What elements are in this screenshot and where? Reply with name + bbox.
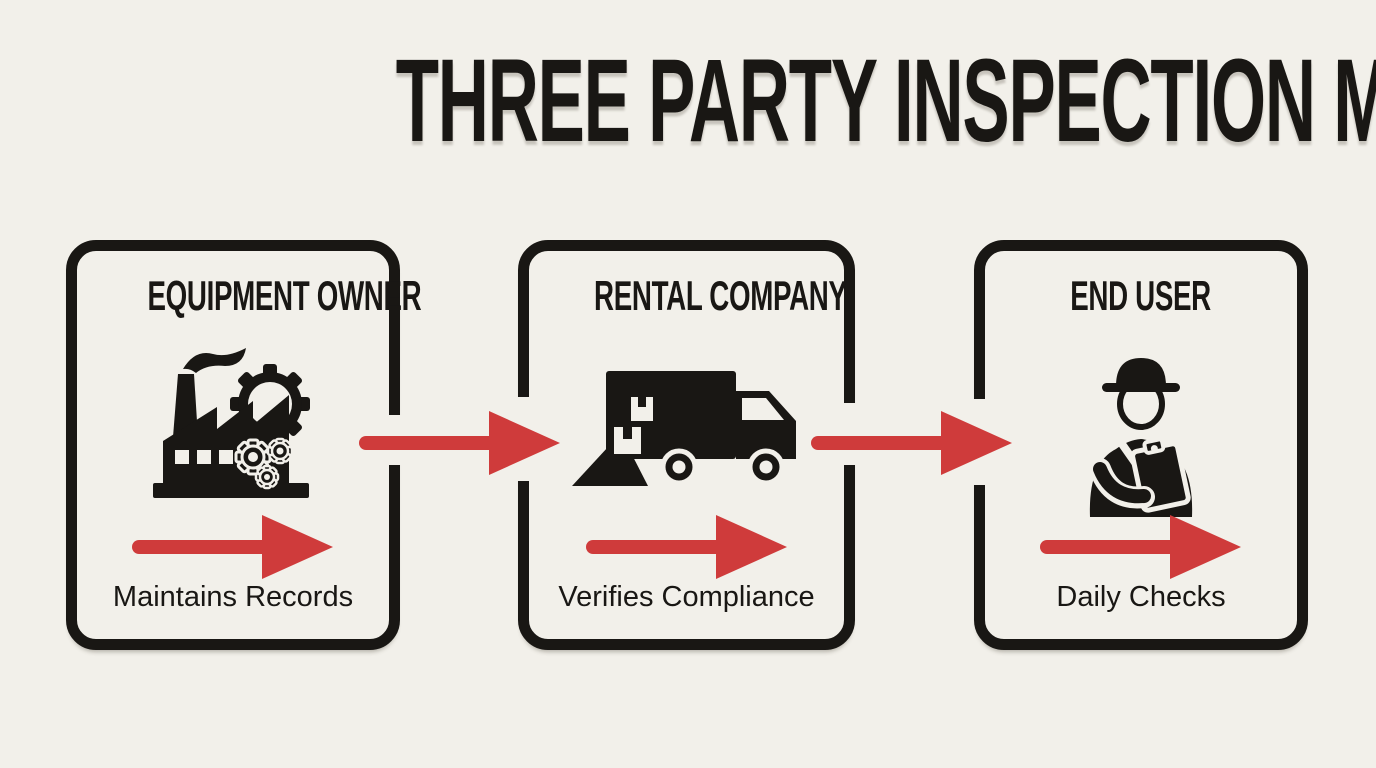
flow-arrow-owner-to-rental-icon (358, 407, 563, 479)
panel-heading-text: EQUIPMENT OWNER (147, 272, 422, 319)
page-title: THREE PARTY INSPECTION MODEL (0, 42, 1376, 160)
panel-heading: EQUIPMENT OWNER (77, 272, 422, 319)
box-truck-icon (571, 371, 796, 486)
page-title-text: THREE PARTY INSPECTION MODEL (395, 35, 1376, 167)
panel-label: Verifies Compliance (558, 581, 815, 613)
panel-heading: END USER (985, 272, 1297, 319)
panel-label: Maintains Records (112, 581, 354, 613)
panel-heading-text: RENTAL COMPANY (594, 272, 847, 319)
panel-rental-company: RENTAL COMPANY Verifies Compliance (518, 240, 855, 650)
panel-equipment-owner: EQUIPMENT OWNER (66, 240, 422, 650)
panel-heading: RENTAL COMPANY (529, 272, 847, 319)
action-arrow-icon (1039, 511, 1244, 583)
action-arrow-icon (585, 511, 790, 583)
panel-label: Daily Checks (1056, 581, 1226, 613)
worker-clipboard-icon (1089, 358, 1193, 517)
action-arrow-icon (131, 511, 336, 583)
panel-heading-text: END USER (1070, 272, 1212, 319)
panel-end-user: END USER Daily Checks (974, 240, 1308, 650)
factory-gears-icon (153, 348, 310, 498)
flow-arrow-rental-to-enduser-icon (810, 407, 1015, 479)
